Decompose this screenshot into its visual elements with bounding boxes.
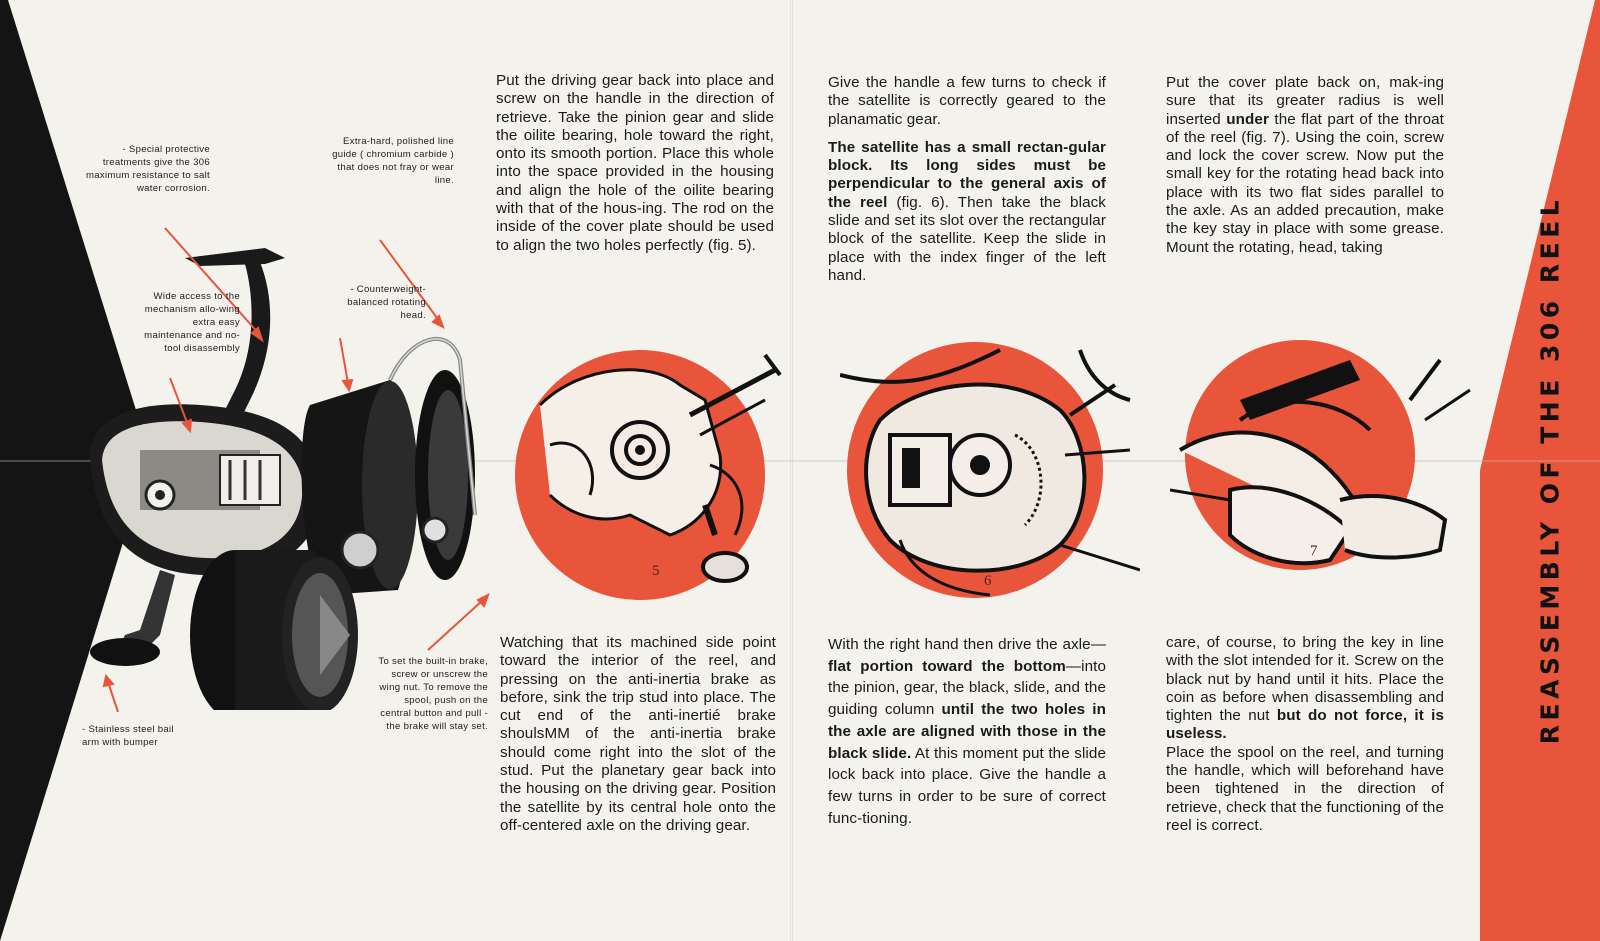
column-1-top: Put the driving gear back into place and…: [496, 72, 774, 254]
column-1-bottom: Watching that its machined side point to…: [500, 634, 776, 834]
c2-bottom-a: With the right hand then drive the axle—: [828, 636, 1106, 653]
callout-access: Wide access to the mechanism allo-wing e…: [144, 291, 240, 354]
column-2-top: Give the handle a few turns to check if …: [828, 74, 1106, 285]
c2-top-b: (fig. 6). Then take the black slide and …: [828, 193, 1107, 284]
paper-crease: [0, 460, 1600, 462]
left-black-wedge: [0, 0, 150, 941]
c3-bottom-bold: but do not force, it is useless.: [1166, 707, 1444, 743]
callout-bail: - Stainless steel bail arm with bumper: [82, 724, 174, 748]
figure-6-number: 6: [984, 573, 992, 589]
right-red-wedge: [1480, 0, 1600, 941]
c3-top-a: Put the cover plate back on, mak-ing sur…: [1166, 74, 1444, 128]
page-fold: [790, 0, 793, 941]
callout-counterweight: - Counterweight-balanced rotating head.: [347, 284, 426, 321]
figure-7: [1170, 340, 1471, 570]
column-3-bottom: care, of course, to bring the key in lin…: [1166, 634, 1444, 835]
side-title: REASSEMBLY OF THE 306 REEL: [1535, 195, 1565, 745]
c2-bottom-c: At this moment put the slide lock back i…: [828, 744, 1106, 827]
c3-bottom-a: care, of course, to bring the key in lin…: [1166, 634, 1444, 725]
c2-bottom-bold2: until the two holes in the axle are alig…: [828, 701, 1106, 762]
c2-top-a: Give the handle a few turns to check if …: [828, 74, 1106, 128]
c3-top-b: the flat part of the throat of the reel …: [1166, 110, 1444, 256]
c3-top-bold: under: [1226, 110, 1269, 128]
figure-7-number: 7: [1310, 543, 1318, 559]
c3-bottom-b: Place the spool on the reel, and turning…: [1166, 743, 1444, 834]
c2-top-bold: The satellite has a small rectan-gular b…: [828, 138, 1106, 211]
column-2-bottom: With the right hand then drive the axle—…: [828, 634, 1106, 829]
figure-5: [515, 350, 782, 600]
callout-line-guide: Extra-hard, polished line guide ( chromi…: [332, 136, 454, 186]
figure-6: [840, 342, 1140, 598]
callout-brake: To set the built-in brake, screw or unsc…: [378, 656, 488, 732]
figure-5-number: 5: [652, 563, 660, 579]
column-3-top: Put the cover plate back on, mak-ing sur…: [1166, 74, 1444, 257]
c2-bottom-b: —into the pinion, gear, the black, slide…: [828, 657, 1106, 719]
c2-bottom-bold1: flat portion toward the bottom: [828, 657, 1066, 675]
callout-protective: - Special protective treatments give the…: [85, 144, 210, 194]
reel-illustration: [90, 248, 477, 710]
